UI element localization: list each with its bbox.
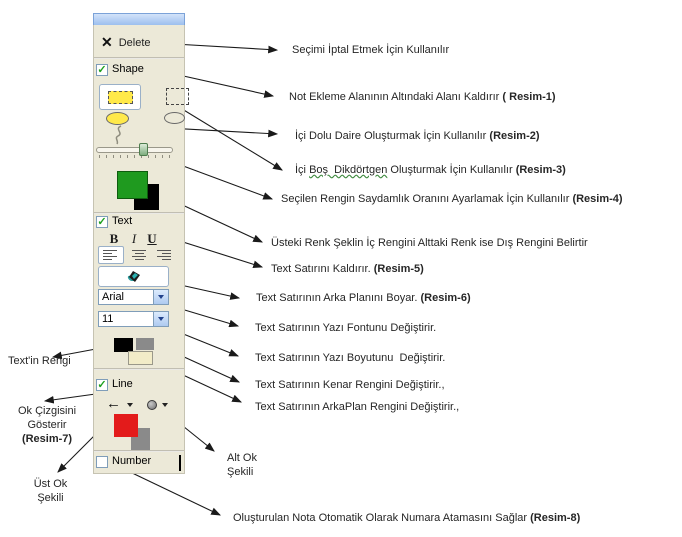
annotation-cancel-selection: Seçimi İptal Etmek İçin Kullanılır [292, 44, 450, 56]
font-name-value: Arial [102, 291, 125, 303]
text-section-label: Text [112, 215, 133, 227]
font-name-combobox[interactable]: Arial [98, 289, 169, 305]
chevron-down-icon [158, 317, 164, 321]
arrow-connector [127, 470, 221, 516]
text-border-color-swatch[interactable] [136, 338, 154, 350]
font-name-dropdown-button[interactable] [153, 290, 168, 304]
text-checkbox[interactable]: ✓ [96, 216, 108, 228]
delete-x-icon: ✕ [101, 34, 113, 50]
delete-button[interactable]: ✕ Delete [101, 34, 151, 51]
annotation-font-change: Text Satırının Yazı Fontunu Değiştirir. [255, 322, 437, 334]
shape-checkbox[interactable]: ✓ [96, 64, 108, 76]
font-size-value: 11 [102, 313, 114, 325]
annotation-resim-6: Text Satırının Arka Planını Boyar. (Resi… [256, 292, 471, 304]
line-end-dropdown-icon[interactable] [162, 403, 168, 407]
section-divider [94, 450, 184, 452]
section-divider [94, 212, 184, 214]
align-right-icon [157, 249, 171, 251]
annotation-resim-8: Oluşturulan Nota Otomatik Olarak Numara … [233, 512, 581, 524]
line-section-label: Line [112, 378, 133, 390]
annotation-resim-4: Seçilen Rengin Saydamlık Oranını Ayarlam… [281, 193, 623, 205]
annotation-resim-1: Not Ekleme Alanının Altındaki Alanı Kald… [289, 91, 556, 103]
text-backplane-color-swatch[interactable] [128, 351, 153, 365]
chevron-down-icon [158, 295, 164, 299]
text-background-paint-button[interactable] [98, 266, 169, 287]
shape-section-label: Shape [112, 63, 144, 75]
align-left-button[interactable] [98, 246, 124, 264]
outline-ellipse-tool-button[interactable] [164, 112, 185, 124]
align-center-icon [132, 249, 146, 251]
text-color-swatch[interactable] [114, 338, 133, 352]
annotation-color-roles: Üsteki Renk Şeklin İç Rengini Alttaki Re… [271, 237, 588, 249]
align-left-icon [103, 250, 117, 251]
line-checkbox[interactable]: ✓ [96, 379, 108, 391]
font-size-dropdown-button[interactable] [153, 312, 168, 326]
number-checkbox[interactable] [96, 456, 108, 468]
number-section-label: Number [112, 455, 152, 467]
annotation-size-change: Text Satırının Yazı Boyutunu Değiştirir. [255, 352, 446, 364]
filled-rectangle-tool-button[interactable] [99, 84, 141, 110]
transparency-slider-ticks [99, 155, 171, 158]
arrow-connector [168, 100, 283, 171]
annotation-resim-7: Ok Çizgisini Gösterir (Resim-7) [17, 405, 77, 445]
section-divider [94, 57, 184, 59]
annotation-top-arrow-shape: Üst Ok Şekili [33, 478, 68, 504]
curve-tool-icon[interactable] [112, 125, 126, 145]
annotation-border-color: Text Satırının Kenar Rengini Değiştirir.… [255, 379, 445, 391]
align-right-button[interactable] [151, 246, 175, 263]
line-color-swatch[interactable] [114, 414, 138, 437]
font-size-combobox[interactable]: 11 [98, 311, 169, 327]
filled-dashed-rectangle-icon [107, 90, 133, 104]
filled-ellipse-tool-button[interactable] [106, 112, 129, 125]
text-cursor [179, 455, 181, 471]
annotation-backplane-color: Text Satırının ArkaPlan Rengini Değiştir… [255, 401, 460, 413]
underline-button[interactable]: U [147, 231, 157, 246]
outline-rectangle-tool-button[interactable] [166, 88, 189, 105]
arrow-style-dropdown-icon[interactable] [127, 403, 133, 407]
arrow-line-style-icon[interactable]: ← [106, 395, 121, 412]
annotation-resim-5: Text Satırını Kaldırır. (Resim-5) [271, 263, 424, 275]
transparency-slider-track[interactable] [96, 147, 173, 153]
shape-fill-color-swatch[interactable] [117, 171, 148, 199]
line-end-shape-icon[interactable] [147, 400, 157, 410]
italic-button[interactable]: I [131, 231, 137, 246]
delete-button-label: Delete [118, 36, 151, 49]
bold-button[interactable]: B [109, 231, 119, 246]
transparency-slider-thumb[interactable] [139, 143, 148, 156]
annotation-resim-2: İçi Dolu Daire Oluşturmak İçin Kullanılı… [295, 130, 540, 142]
section-divider [94, 368, 184, 370]
annotation-text-color: Text'in Rengi [8, 355, 71, 367]
paint-bucket-icon [127, 270, 140, 282]
annotation-resim-3: İçi Boş Dikdörtgen Oluşturmak İçin Kulla… [295, 164, 566, 176]
align-center-button[interactable] [127, 246, 151, 263]
